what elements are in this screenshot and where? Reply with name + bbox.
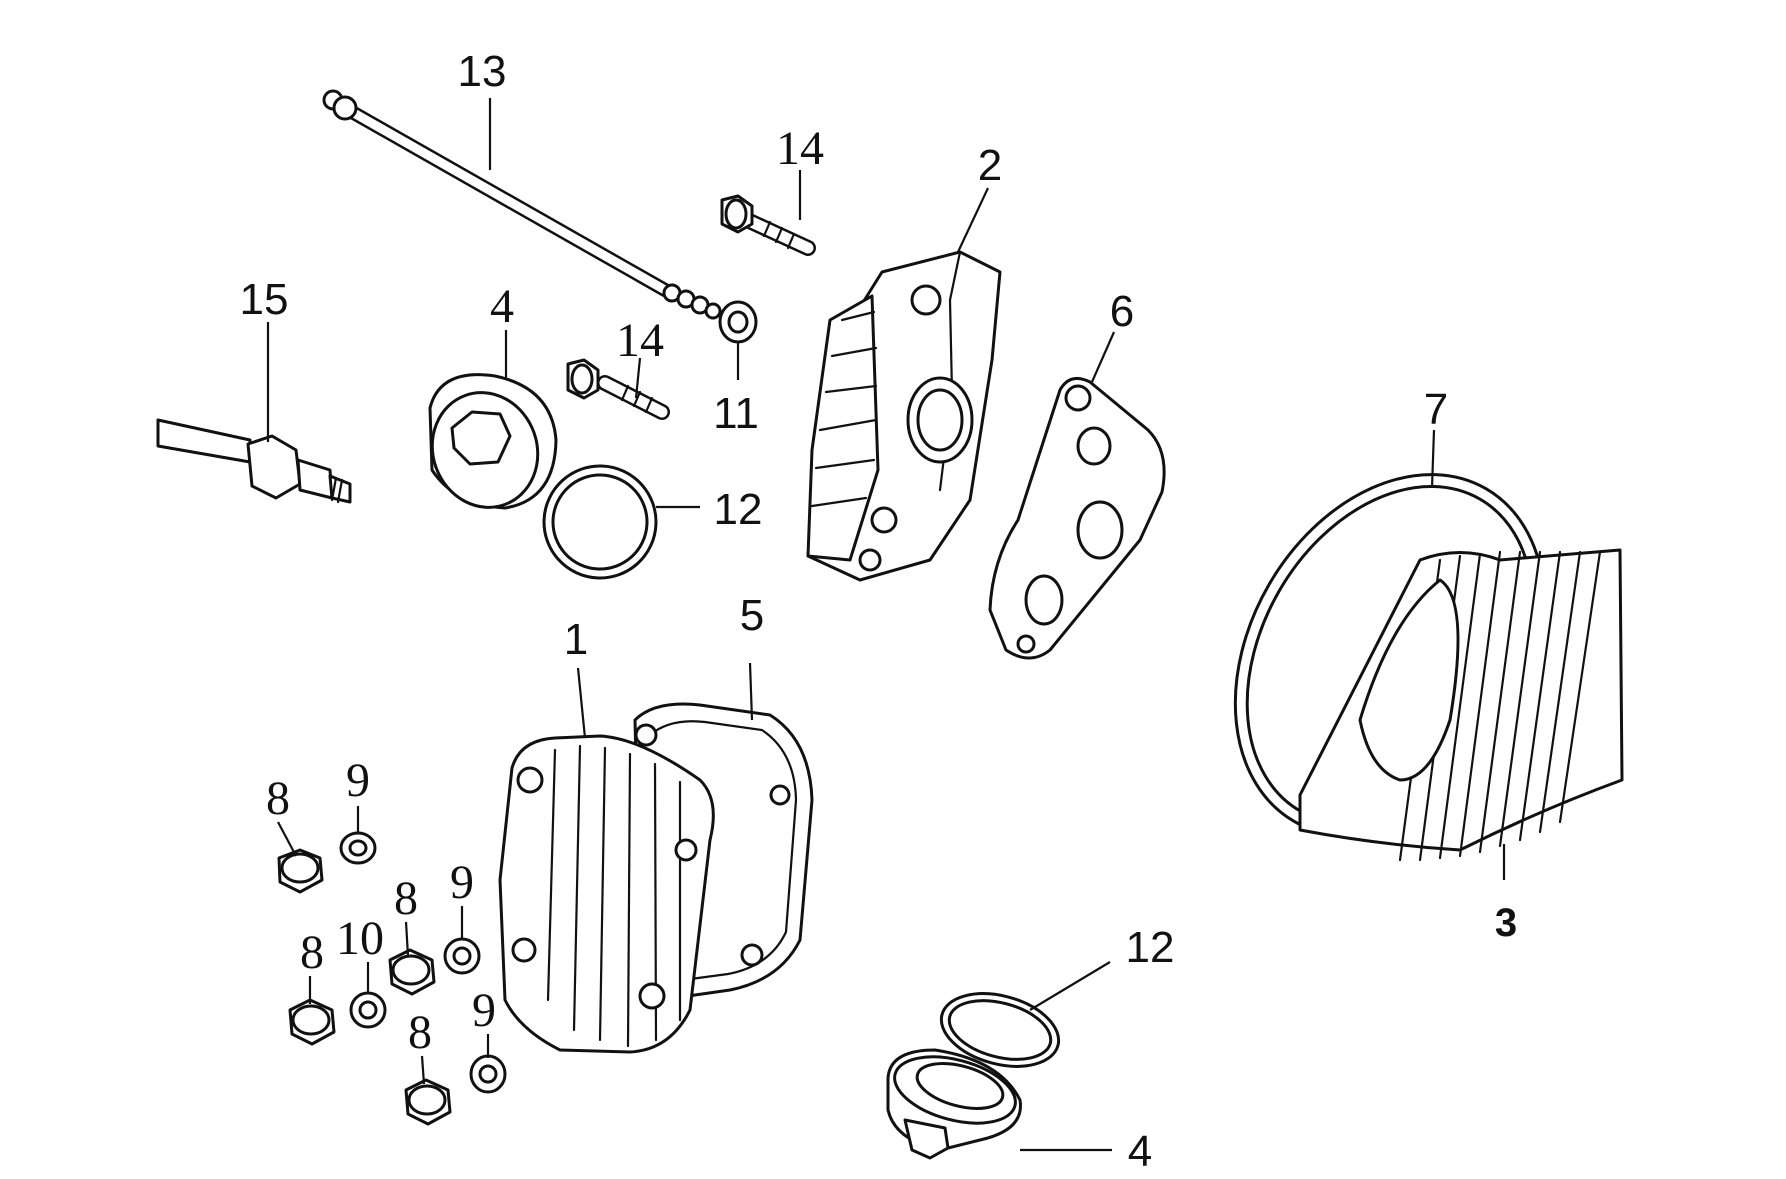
callout-15: 15 [240, 275, 289, 324]
part-8-nut-3 [288, 998, 336, 1046]
part-13-stud-bolt [322, 89, 722, 320]
callout-4-upper: 4 [490, 280, 514, 333]
callout-10: 10 [336, 912, 384, 965]
callout-14-upper: 14 [776, 122, 824, 175]
callout-4-lower: 4 [1128, 1127, 1152, 1176]
callout-12-lower: 12 [1126, 923, 1175, 972]
part-9-washer-3 [469, 1054, 507, 1094]
callout-11: 11 [713, 389, 759, 438]
part-1-finned-cover [498, 734, 715, 1054]
callout-1: 1 [564, 615, 588, 664]
callout-9-b: 9 [450, 856, 474, 909]
part-9-washer-2 [443, 937, 481, 975]
callout-13: 13 [458, 47, 507, 96]
part-12-o-ring-upper [542, 464, 658, 580]
part-8-nut-4 [404, 1078, 452, 1126]
part-8-nut-1 [277, 848, 324, 894]
callout-7: 7 [1424, 385, 1448, 434]
part-4-plug-cap-upper [428, 373, 558, 510]
callout-2: 2 [978, 141, 1002, 190]
part-12-o-ring-lower [939, 992, 1061, 1068]
part-14-bolt-upper [720, 194, 816, 256]
part-8-nut-2 [388, 948, 436, 996]
callout-5: 5 [740, 591, 764, 640]
leader-lines [266, 98, 1506, 1152]
callout-12-upper: 12 [714, 485, 763, 534]
callout-8-d: 8 [408, 1006, 432, 1059]
callout-3: 3 [1495, 901, 1517, 945]
callout-8-c: 8 [300, 926, 324, 979]
part-11-washer [718, 300, 758, 344]
part-14-bolt-lower [566, 358, 670, 420]
part-3-finned-cylinder [1298, 548, 1624, 862]
part-9-washer-1 [339, 831, 377, 865]
callout-8-b: 8 [394, 872, 418, 925]
part-2-cylinder-head [806, 250, 1002, 582]
part-10-washer [349, 991, 387, 1029]
callout-14-lower: 14 [616, 314, 664, 367]
callout-labels: 13 14 2 15 4 14 11 12 6 7 1 5 3 8 9 8 9 … [240, 47, 1518, 1176]
callout-6: 6 [1110, 287, 1134, 336]
callout-9-c: 9 [472, 984, 496, 1037]
part-15-spark-plug [156, 418, 352, 504]
callout-8-a: 8 [266, 772, 290, 825]
callout-9-a: 9 [346, 754, 370, 807]
part-6-head-gasket [988, 376, 1166, 660]
part-4-cap-lower [886, 1048, 1022, 1160]
